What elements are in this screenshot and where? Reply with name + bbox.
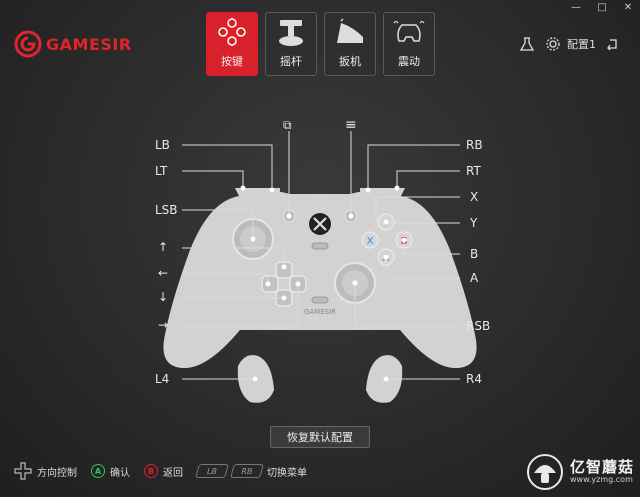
watermark-url: www.yzmg.com [569,474,633,484]
tab-joystick[interactable]: 摇杆 [265,12,317,76]
profile-selector[interactable]: 配置1 [545,36,596,52]
tab-buttons[interactable]: 按键 [206,12,258,76]
flask-icon[interactable] [519,36,535,52]
back-key-icon: B [144,464,158,478]
label-x: X [470,190,479,204]
main-tabs: 按键 摇杆 扳机 震动 [206,12,435,76]
label-lsb: LSB [155,203,178,217]
share-button[interactable] [311,242,329,250]
profile-label: 配置1 [567,38,596,51]
menu-icon: ≡ [345,117,357,133]
joystick-icon [279,20,303,46]
window-controls: — □ ✕ [570,2,634,14]
view-icon: ⧉ [283,118,292,132]
watermark: 亿智蘑菇 www.yzmg.com [526,453,634,491]
maximize-button[interactable]: □ [597,2,607,13]
brand-logo: GAMESIR [14,30,132,58]
label-rt: RT [466,164,481,178]
label-rb: RB [466,138,483,152]
reset-defaults-button[interactable]: 恢复默认配置 [270,426,370,448]
vibration-icon [393,20,425,42]
controller-brand-text: GAMESIR [304,308,336,316]
tab-label: 摇杆 [280,55,302,68]
xbox-logo-icon [313,217,327,231]
label-dpad-right: → [158,318,169,332]
trigger-icon [337,18,363,43]
gamesir-logo-icon [14,30,42,58]
gear-icon [546,37,560,51]
mushroom-logo-icon [526,454,563,490]
tab-vibration[interactable]: 震动 [383,12,435,76]
label-r4: R4 [466,372,482,386]
label-rsb: RSB [466,319,491,333]
lb-key-icon: LB [195,464,229,478]
dpad-hint-label: 方向控制 [37,467,77,479]
label-l4: L4 [155,372,170,386]
label-dpad-up: ↑ [158,240,169,254]
label-lt: LT [155,164,168,178]
top-right-toolbar: 配置1 [519,36,620,52]
switch-hint-label: 切换菜单 [267,467,307,479]
watermark-name: 亿智蘑菇 [569,458,634,477]
callout-lines [182,131,460,380]
close-button[interactable]: ✕ [623,2,633,13]
tab-trigger[interactable]: 扳机 [324,12,376,76]
label-y: Y [470,216,478,230]
confirm-key-icon: A [91,464,105,478]
dpad-hint-icon [14,462,32,480]
dpad-icon [218,18,246,46]
label-a: A [470,271,479,285]
tab-label: 震动 [398,55,420,68]
minimize-button[interactable]: — [571,2,581,13]
x-button-label: X [367,236,374,247]
back-icon[interactable] [606,37,620,51]
label-dpad-left: ← [158,266,169,280]
footer-hints: 方向控制 A 确认 B 返回 LB RB 切换菜单 [14,462,315,480]
tab-label: 按键 [221,55,243,68]
tab-label: 扳机 [339,55,361,68]
rb-key-icon: RB [230,464,264,478]
back-hint-label: 返回 [163,467,183,479]
anchor-dots [240,185,407,382]
label-lb: LB [155,138,170,152]
home-small-button[interactable] [311,296,329,304]
label-b: B [470,247,479,261]
confirm-hint-label: 确认 [110,467,130,479]
brand-name: GAMESIR [46,34,132,54]
x-button[interactable] [361,231,379,249]
label-dpad-down: ↓ [158,290,169,304]
